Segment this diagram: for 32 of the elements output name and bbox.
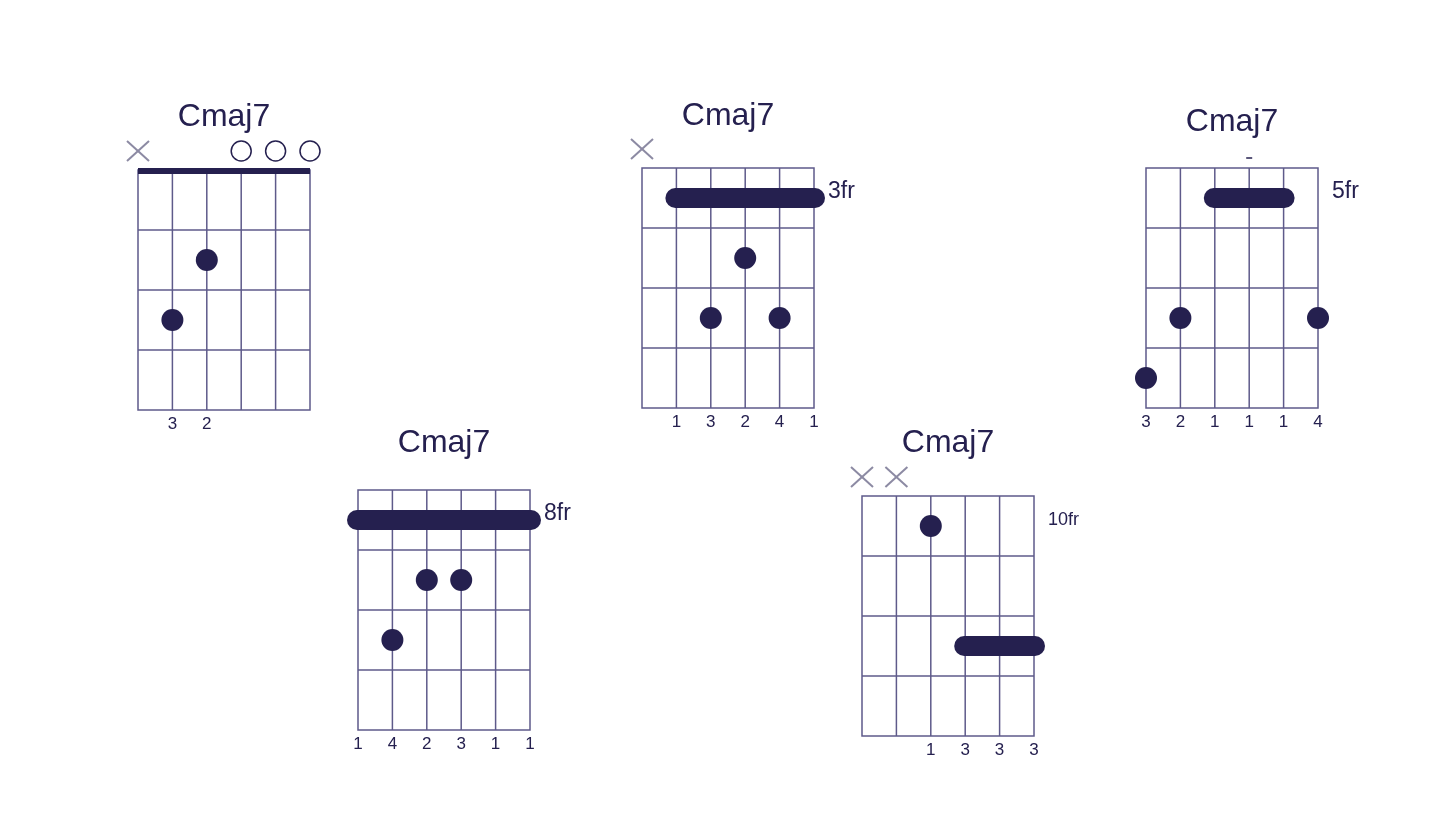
finger-number: 3	[1028, 741, 1040, 758]
finger-number: 4	[1312, 413, 1324, 430]
finger-number: 1	[1209, 413, 1221, 430]
finger-number: 1	[352, 735, 364, 752]
finger-number: 3	[959, 741, 971, 758]
chord-name: Cmaj7	[396, 425, 492, 457]
finger-number: 1	[489, 735, 502, 752]
chord-name: Cmaj7	[1184, 104, 1280, 136]
finger-number: 3	[166, 415, 179, 432]
finger-number: 3	[993, 741, 1006, 758]
chord-name: Cmaj7	[176, 99, 272, 131]
finger-number: 2	[739, 413, 751, 430]
fret-number: 5fr	[1332, 179, 1359, 202]
finger-number: 2	[1174, 413, 1187, 430]
finger-number: 3	[1140, 413, 1152, 430]
finger-number: 2	[201, 415, 213, 432]
finger-number: 3	[705, 413, 717, 430]
finger-number: 1	[925, 741, 937, 758]
chord-name: Cmaj7	[680, 98, 776, 130]
finger-number: 1	[524, 735, 536, 752]
finger-number: 3	[455, 735, 467, 752]
finger-number: 1	[1243, 413, 1255, 430]
fret-number: 3fr	[828, 179, 855, 202]
finger-number: 1	[808, 413, 820, 430]
finger-number: 4	[773, 413, 786, 430]
finger-number: 1	[670, 413, 683, 430]
chord-name: Cmaj7	[900, 425, 996, 457]
finger-number: 1	[1277, 413, 1290, 430]
fret-number: 10fr	[1048, 510, 1080, 528]
finger-number: 4	[386, 735, 399, 752]
finger-number: 2	[421, 735, 433, 752]
fret-number: 8fr	[544, 501, 571, 524]
